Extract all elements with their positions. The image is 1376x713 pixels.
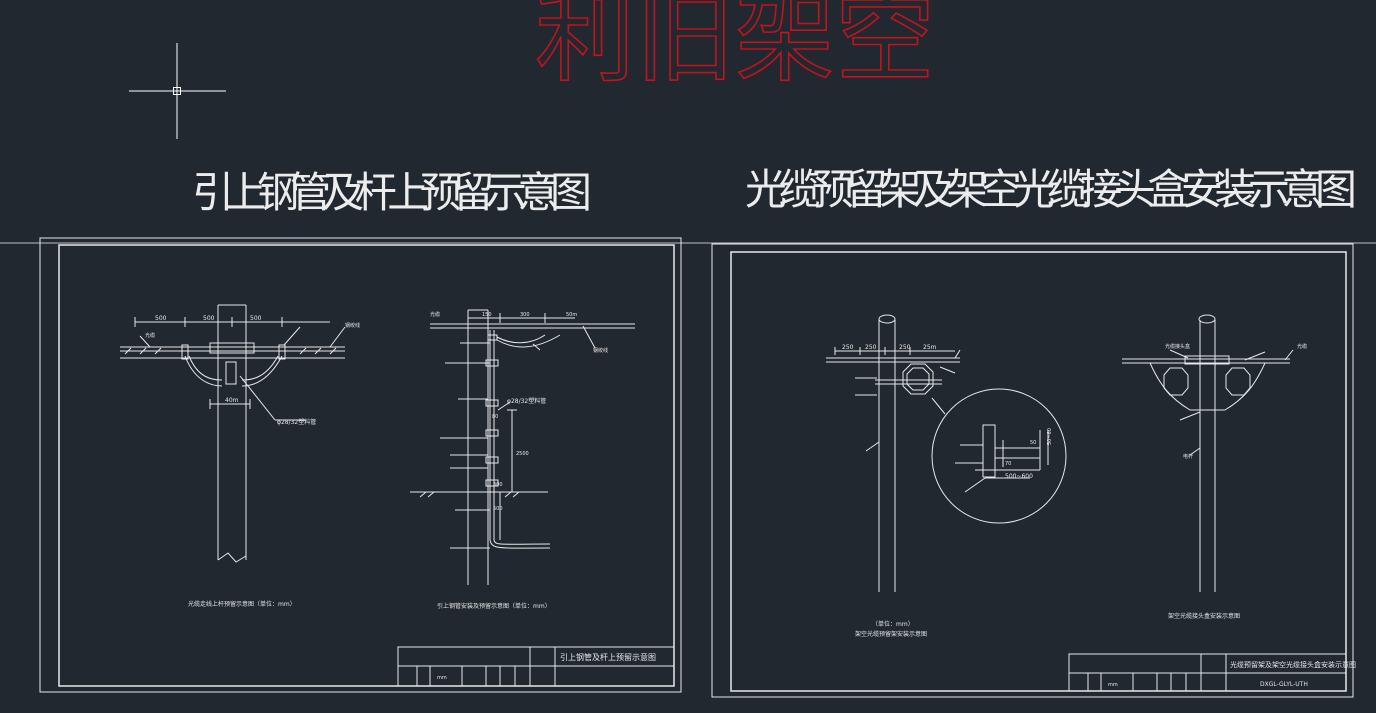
left-fig2-dim-3: 50m bbox=[566, 312, 577, 318]
left-fig2-dim-6: 300 bbox=[493, 482, 503, 488]
right-title-drawing-name: 光缆预留架及架空光缆接头盒安装示意图 bbox=[1230, 660, 1356, 669]
left-sheet-inner-frame bbox=[58, 244, 675, 687]
right-fig1-dim-2: 250 bbox=[865, 344, 877, 351]
right-sheet-outer-frame bbox=[711, 243, 1354, 698]
right-detail-dim-2: 50~60 bbox=[1047, 428, 1053, 445]
left-fig2-callout-2: φ28/32塑料管 bbox=[507, 397, 546, 405]
right-detail-dim-4: 50 bbox=[1030, 440, 1036, 446]
left-fig1-caption: 光缆走线上杆预留示意图（单位：mm） bbox=[188, 600, 296, 608]
left-fig2-callout-1: 光缆 bbox=[430, 311, 440, 318]
right-fig2-caption: 架空光缆接头盒安装示意图 bbox=[1168, 612, 1240, 620]
left-fig2-dim-7: 500 bbox=[493, 506, 503, 512]
left-fig1-pole-diagram bbox=[120, 304, 346, 563]
left-fig1-dim-1: 500 bbox=[155, 315, 167, 322]
right-fig2-callout-3: 电杆 bbox=[1183, 453, 1193, 460]
left-fig1-dim-2: 500 bbox=[203, 315, 215, 322]
left-sheet[interactable] bbox=[39, 237, 682, 693]
right-title-block bbox=[1068, 653, 1347, 692]
right-sheet-heading: 光缆预留架及架空光缆接头盒安装示意图 bbox=[745, 165, 1357, 214]
left-fig2-caption: 引上钢管安装及预留示意图（单位：mm） bbox=[437, 602, 551, 610]
left-title-drawing-name: 引上钢管及杆上预留示意图 bbox=[560, 652, 656, 662]
right-fig1-caption: 架空光缆预留架安装示意图 bbox=[855, 630, 927, 638]
right-fig1-dim-4: 25m bbox=[923, 344, 937, 351]
left-fig2-dim-4: 80 bbox=[492, 414, 498, 420]
left-fig2-dim-5: 2500 bbox=[516, 451, 529, 457]
left-fig2-callout-3: 钢绞线 bbox=[593, 347, 608, 354]
crosshair-cursor bbox=[129, 43, 226, 139]
right-fig1-pole-diagram bbox=[826, 314, 1067, 592]
left-fig1-callout-3: φ28/32塑料管 bbox=[277, 418, 316, 426]
right-fig1-dim-3: 250 bbox=[899, 344, 911, 351]
right-title-unit: mm bbox=[1108, 682, 1118, 688]
right-detail-dim-1: 500~600 bbox=[1005, 473, 1033, 480]
top-watermark: 利旧架空 bbox=[535, 0, 935, 96]
right-fig1-caption-unit: （单位：mm） bbox=[872, 620, 914, 628]
left-fig1-dim-3: 500 bbox=[250, 315, 262, 322]
right-sheet[interactable] bbox=[711, 243, 1354, 698]
left-fig2-dim-1: 150 bbox=[482, 312, 492, 318]
right-fig1-dim-1: 250 bbox=[842, 344, 854, 351]
right-fig2-callout-2: 光缆 bbox=[1297, 343, 1307, 350]
left-title-block bbox=[397, 646, 675, 687]
right-fig2-callout-1: 光缆接头盒 bbox=[1165, 343, 1190, 350]
left-fig1-callout-1: 光缆 bbox=[145, 332, 155, 339]
left-title-unit: mm bbox=[437, 675, 447, 681]
left-fig2-dim-2: 300 bbox=[520, 312, 530, 318]
left-fig2-riser-diagram bbox=[410, 309, 635, 585]
left-fig1-callout-2: 钢绞线 bbox=[345, 322, 360, 329]
left-fig1-dim-4: 40m bbox=[225, 397, 239, 404]
left-sheet-heading: 引上钢管及杆上预留示意图 bbox=[192, 168, 592, 217]
left-sheet-outer-frame bbox=[39, 237, 682, 693]
right-sheet-inner-frame bbox=[730, 251, 1347, 692]
right-detail-dim-3: 70 bbox=[1005, 461, 1011, 467]
right-title-drawing-no: DXGL-GLYL-UTH bbox=[1260, 681, 1308, 688]
right-fig2-closure-diagram bbox=[1122, 314, 1294, 592]
